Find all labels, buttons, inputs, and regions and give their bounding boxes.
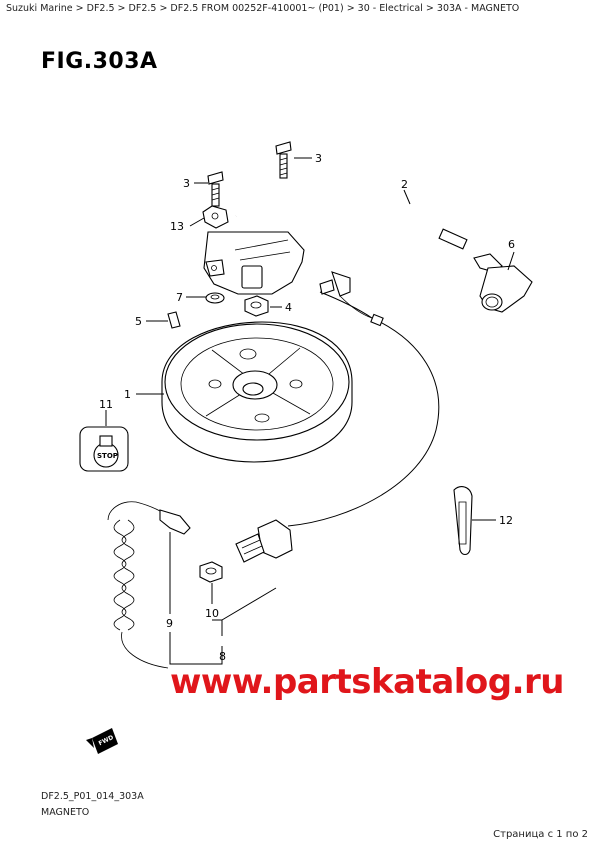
bolt-lower-part-3[interactable] [207, 171, 224, 207]
callout-label: 6 [508, 238, 515, 251]
stop-switch-part-11[interactable]: STOP [79, 426, 129, 472]
stop-label: STOP [97, 452, 118, 460]
fwd-arrow-icon: FWD [86, 728, 118, 754]
callout-label: 1 [124, 388, 131, 401]
callout-label: 3 [183, 177, 190, 190]
callout-label: 12 [499, 514, 513, 527]
callout-numbers: 1 2 3 3 4 5 6 7 8 9 10 11 12 13 [99, 152, 515, 663]
lanyard-coil-part-9[interactable] [107, 501, 191, 669]
callout-label: 3 [315, 152, 322, 165]
high-tension-cord-part-2[interactable] [234, 188, 468, 250]
callout-label: 5 [135, 315, 142, 328]
spark-plug-cap-part-6[interactable] [473, 253, 533, 313]
flywheel-part-1[interactable] [161, 321, 353, 463]
breadcrumb[interactable]: Suzuki Marine > DF2.5 > DF2.5 > DF2.5 FR… [6, 3, 520, 14]
nut-part-4[interactable] [244, 295, 269, 317]
nut-part-10[interactable] [199, 561, 223, 583]
callout-leaders [105, 157, 515, 665]
drawing-name: MAGNETO [41, 807, 90, 818]
bolt-upper-part-3[interactable] [275, 141, 292, 179]
key-part-5[interactable] [167, 311, 181, 329]
callout-label: 4 [285, 301, 292, 314]
callout-label: 11 [99, 398, 113, 411]
callout-label: 9 [166, 617, 173, 630]
washer-part-7[interactable] [205, 292, 225, 304]
stop-switch-connector[interactable] [235, 519, 293, 563]
clip-part-12[interactable] [453, 486, 473, 556]
callout-label: 8 [219, 650, 226, 663]
watermark: www.partskatalog.ru [170, 662, 565, 702]
callout-label: 10 [205, 607, 219, 620]
page-info: Страница с 1 по 2 [493, 829, 588, 840]
callout-label: 2 [401, 178, 408, 191]
ignition-coil[interactable] [203, 231, 305, 295]
clamp-part-13[interactable] [202, 205, 229, 229]
callout-label: 13 [170, 220, 184, 233]
callout-label: 7 [176, 291, 183, 304]
figure-title: FIG.303A [41, 49, 158, 74]
drawing-code: DF2.5_P01_014_303A [41, 791, 144, 802]
stop-switch-lead-wire[interactable] [287, 271, 440, 527]
